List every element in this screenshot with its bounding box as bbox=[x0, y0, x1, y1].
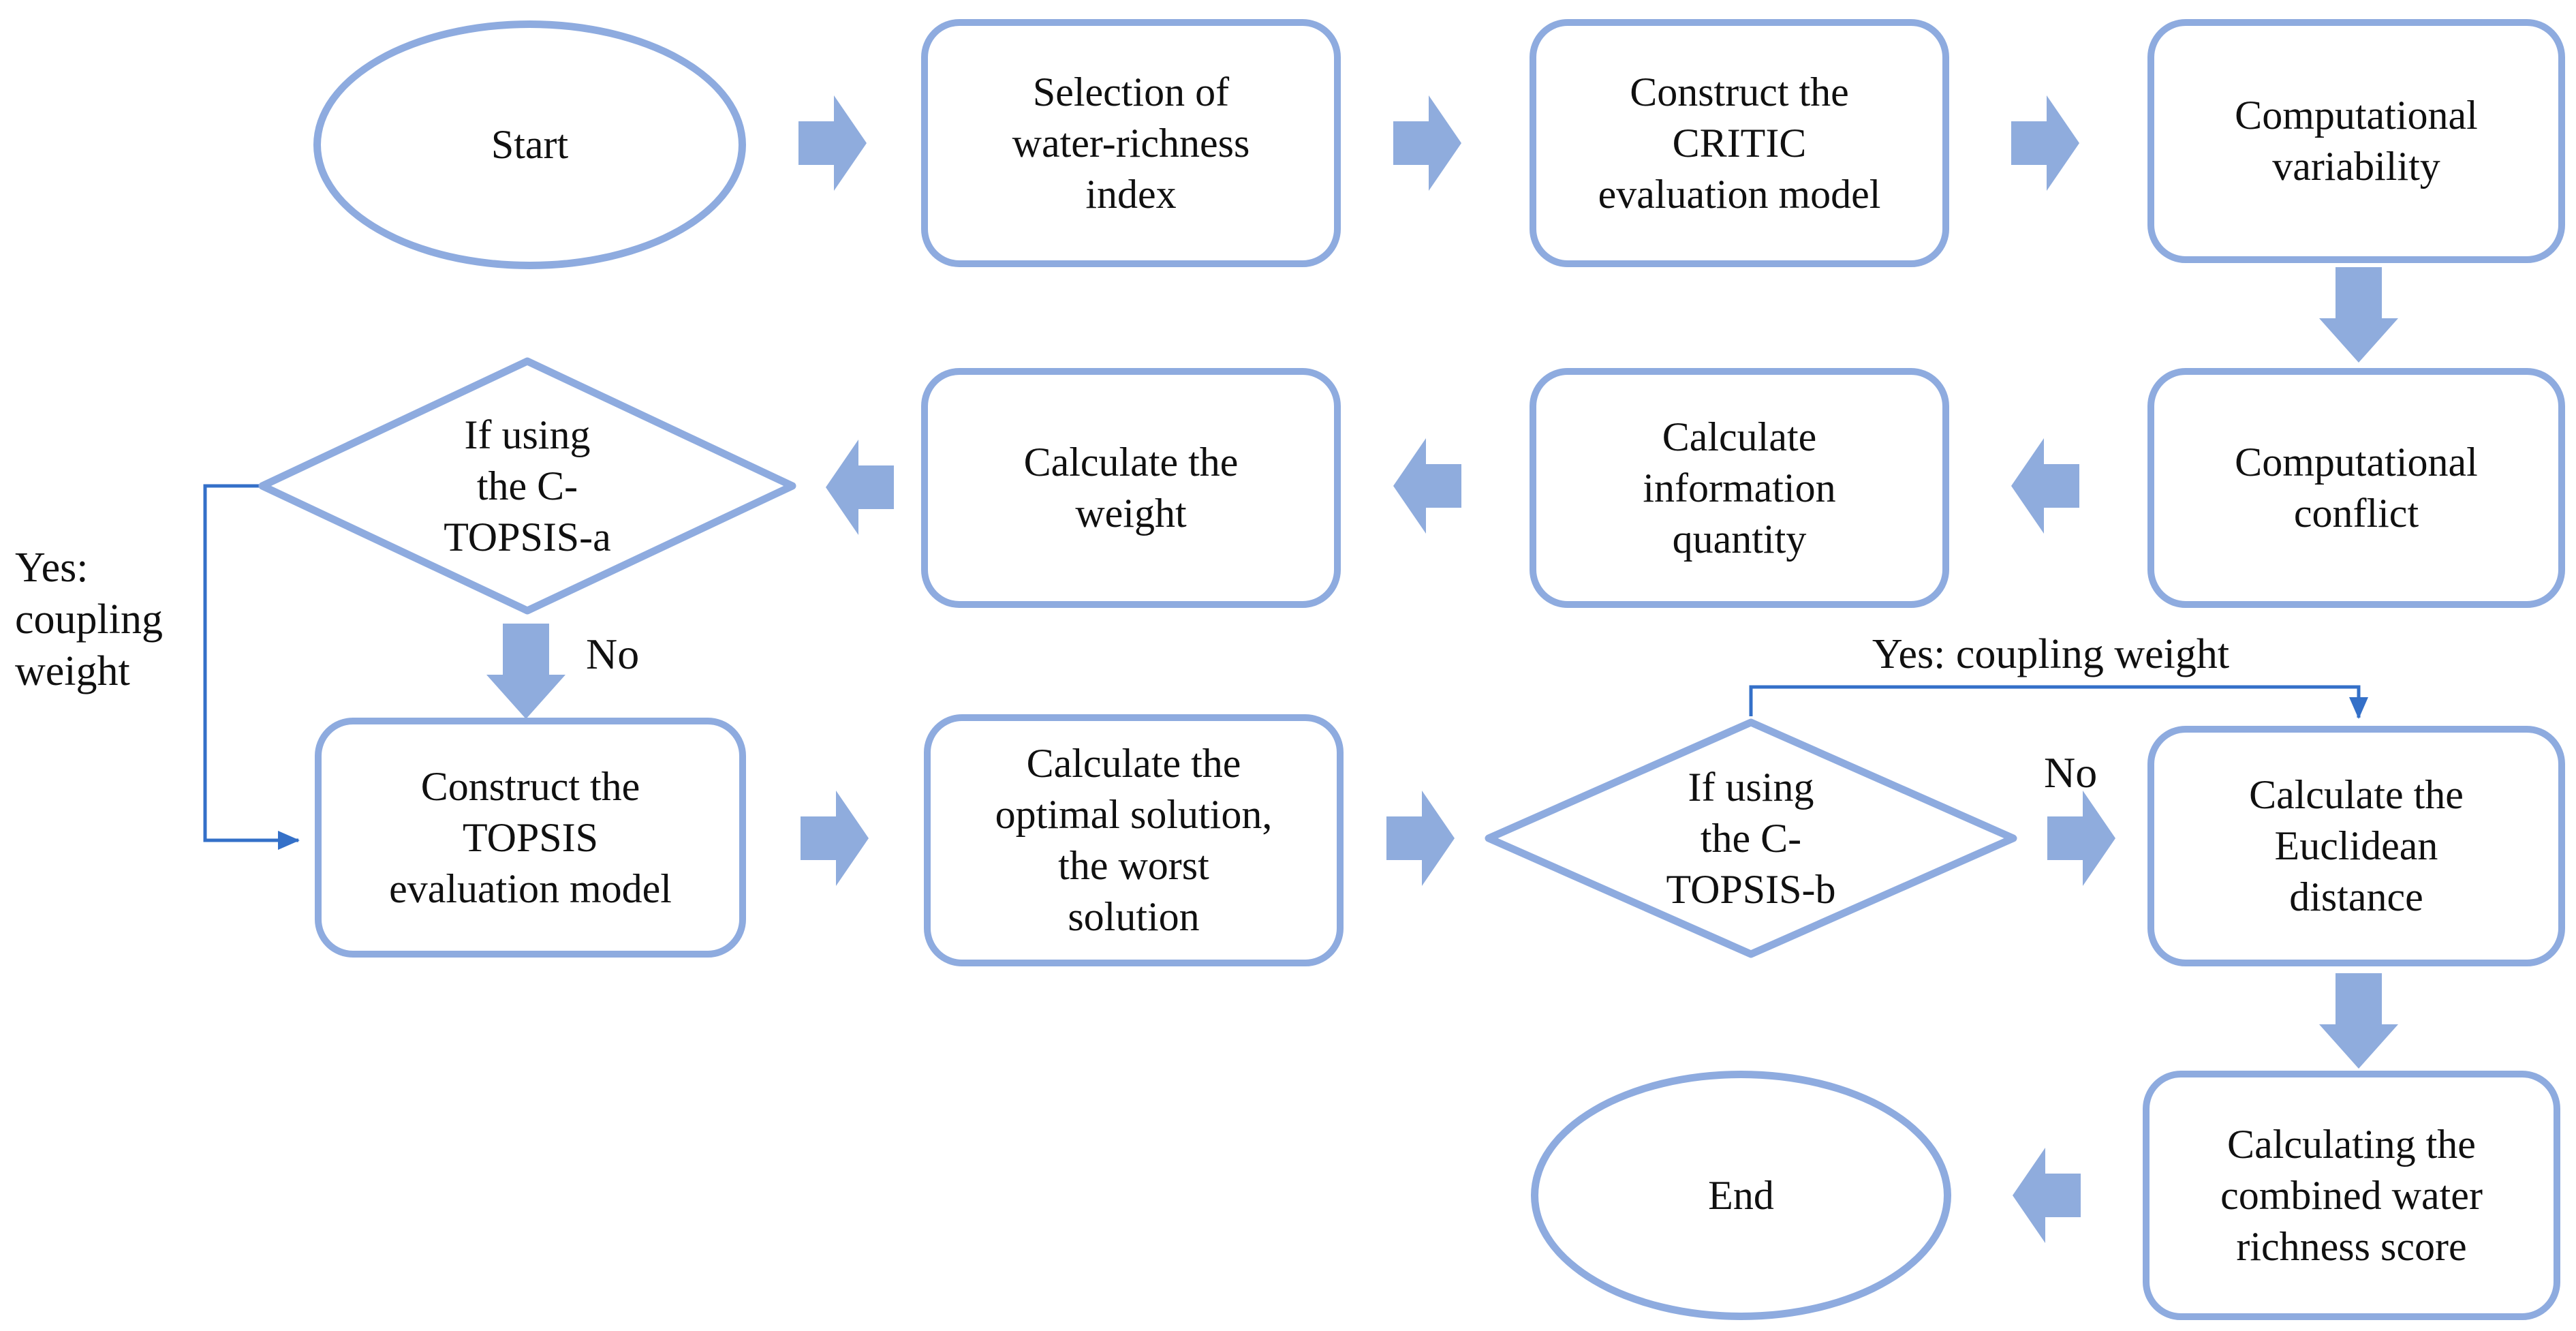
arrow-start-to-selection-icon bbox=[798, 95, 867, 191]
node-decision-a-diamond: If using the C- TOPSIS-a bbox=[258, 356, 797, 615]
node-selection-label: Selection of water-richness index bbox=[1012, 69, 1250, 217]
node-conflict-label: Computational conflict bbox=[2235, 440, 2478, 536]
edge-label-no-b: No bbox=[2044, 748, 2098, 797]
node-start-terminator: Start bbox=[313, 20, 746, 269]
arrow-variability-to-conflict-icon bbox=[2319, 267, 2398, 363]
node-optimal-label: Calculate the optimal solution, the wors… bbox=[995, 741, 1273, 939]
node-optimal-box: Calculate the optimal solution, the wors… bbox=[924, 714, 1344, 966]
arrow-weight-to-decision-a-icon bbox=[826, 440, 894, 535]
node-decision-b-label: If using the C- TOPSIS-b bbox=[1666, 764, 1836, 912]
arrow-optimal-to-decision-b-icon bbox=[1386, 791, 1455, 886]
node-euclidean-box: Calculate the Euclidean distance bbox=[2147, 726, 2565, 966]
node-variability-label: Computational variability bbox=[2235, 93, 2478, 189]
edge-label-no-a: No bbox=[586, 630, 640, 678]
arrow-information-to-weight-icon bbox=[1393, 438, 1461, 534]
arrow-decision-a-no-icon bbox=[486, 624, 565, 719]
arrow-euclidean-to-score-icon bbox=[2319, 973, 2398, 1069]
node-critic-box: Construct the CRITIC evaluation model bbox=[1530, 19, 1949, 267]
node-start-label: Start bbox=[491, 122, 569, 167]
node-decision-a-label: If using the C- TOPSIS-a bbox=[444, 412, 611, 560]
arrow-topsis-to-optimal-icon bbox=[801, 791, 869, 886]
node-decision-b-diamond: If using the C- TOPSIS-b bbox=[1484, 718, 2018, 959]
node-information-box: Calculate information quantity bbox=[1530, 368, 1949, 608]
yes-b-connector-line bbox=[1749, 685, 2368, 719]
arrow-conflict-to-information-icon bbox=[2011, 438, 2079, 534]
arrow-critic-to-variability-icon bbox=[2011, 95, 2079, 191]
decision-a-shape bbox=[258, 357, 796, 615]
node-variability-box: Computational variability bbox=[2147, 19, 2565, 263]
node-conflict-box: Computational conflict bbox=[2147, 368, 2565, 608]
decision-b-shape bbox=[1485, 718, 2017, 958]
node-score-label: Calculating the combined water richness … bbox=[2220, 1121, 2483, 1269]
node-end-label: End bbox=[1708, 1172, 1774, 1218]
node-end-terminator: End bbox=[1531, 1071, 1951, 1320]
node-information-label: Calculate information quantity bbox=[1643, 414, 1836, 562]
node-euclidean-label: Calculate the Euclidean distance bbox=[2249, 772, 2464, 919]
node-topsis-label: Construct the TOPSIS evaluation model bbox=[389, 763, 672, 911]
edge-label-yes-a: Yes: coupling weight bbox=[15, 545, 163, 694]
node-topsis-box: Construct the TOPSIS evaluation model bbox=[315, 718, 746, 958]
node-weight-box: Calculate the weight bbox=[921, 368, 1341, 608]
node-score-box: Calculating the combined water richness … bbox=[2143, 1071, 2560, 1320]
node-critic-label: Construct the CRITIC evaluation model bbox=[1598, 69, 1881, 217]
arrow-decision-b-to-euclidean-icon bbox=[2047, 791, 2115, 886]
node-selection-box: Selection of water-richness index bbox=[921, 19, 1341, 267]
arrow-selection-to-critic-icon bbox=[1393, 95, 1461, 191]
arrow-score-to-end-icon bbox=[2013, 1148, 2081, 1243]
node-weight-label: Calculate the weight bbox=[1023, 440, 1239, 536]
edge-label-yes-b: Yes: coupling weight bbox=[1872, 631, 2230, 677]
